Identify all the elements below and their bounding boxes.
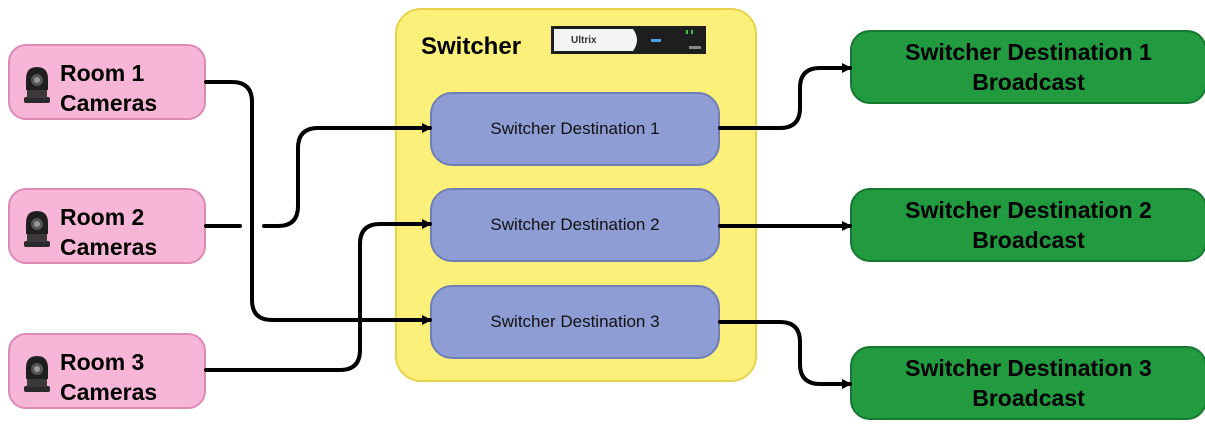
room-1-cameras: Room 1 Cameras	[8, 44, 206, 120]
room-2-cameras: Room 2 Cameras	[8, 188, 206, 264]
room-1-subtitle: Cameras	[60, 90, 158, 116]
switcher-destination-1: Switcher Destination 1	[430, 92, 720, 166]
wire-dest3-to-broadcast3	[718, 320, 852, 389]
broadcast-3: Switcher Destination 3 Broadcast	[850, 346, 1205, 420]
broadcast-3-title: Switcher Destination 3	[905, 355, 1152, 381]
wire-room3-to-dest2	[204, 219, 432, 372]
router-device-icon: Ultrix	[551, 26, 706, 54]
room-3-name: Room 3	[60, 349, 145, 375]
room-3-label: Room 3 Cameras	[60, 347, 157, 407]
room-1-name: Room 1	[60, 60, 145, 86]
switcher-title: Switcher	[421, 33, 522, 60]
ptz-camera-icon	[24, 356, 50, 392]
broadcast-2-title: Switcher Destination 2	[905, 197, 1152, 223]
broadcast-2-subtitle: Broadcast	[972, 227, 1085, 253]
ptz-camera-icon	[24, 67, 50, 103]
room-2-name: Room 2	[60, 204, 145, 230]
room-3-subtitle: Cameras	[60, 379, 158, 405]
broadcast-1-title: Switcher Destination 1	[905, 39, 1152, 65]
wire-dest1-to-broadcast1	[718, 63, 852, 130]
device-brand-text: Ultrix	[571, 35, 597, 46]
broadcast-2: Switcher Destination 2 Broadcast	[850, 188, 1205, 262]
broadcast-1-subtitle: Broadcast	[972, 69, 1085, 95]
room-1-label: Room 1 Cameras	[60, 58, 157, 118]
ptz-camera-icon	[24, 211, 50, 247]
broadcast-3-subtitle: Broadcast	[972, 385, 1085, 411]
broadcast-1: Switcher Destination 1 Broadcast	[850, 30, 1205, 104]
wire-room2-to-dest1-b	[262, 123, 432, 228]
room-2-subtitle: Cameras	[60, 234, 158, 260]
room-3-cameras: Room 3 Cameras	[8, 333, 206, 409]
wire-room1-to-dest3	[204, 80, 432, 325]
room-2-label: Room 2 Cameras	[60, 202, 157, 262]
